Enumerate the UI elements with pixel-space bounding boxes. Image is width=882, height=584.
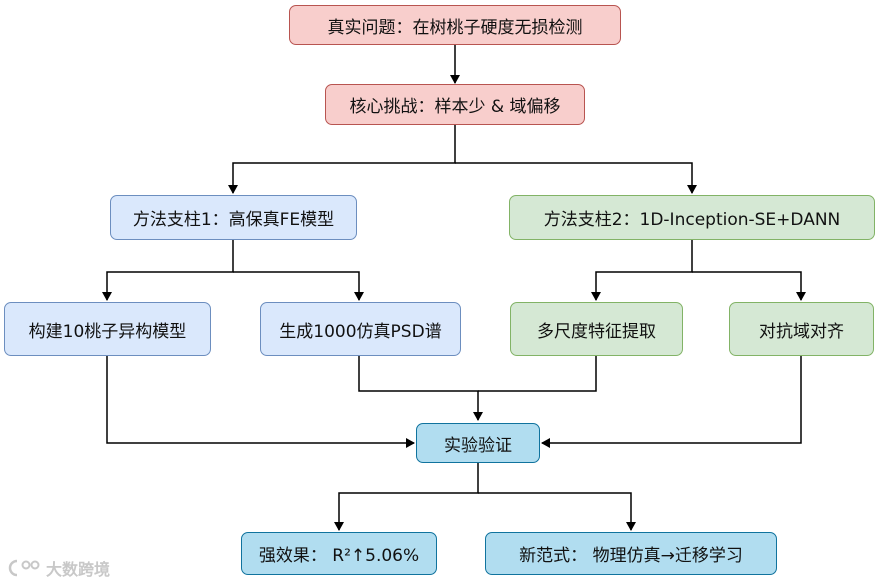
node-adversarial-alignment: 对抗域对齐 [729, 302, 874, 356]
edge-validation-paradigm [478, 492, 636, 531]
edge-validation-result [334, 463, 479, 531]
watermark: 大数跨境 [8, 556, 110, 580]
node-generate-psd: 生成1000仿真PSD谱 [260, 302, 461, 356]
edge-challenge-pillar2 [455, 162, 697, 194]
watermark-text: 大数跨境 [46, 560, 111, 579]
node-real-problem: 真实问题：在树桃子硬度无损检测 [289, 5, 621, 45]
edge-multiscale-validation [478, 356, 597, 392]
edge-pillar1-gen [233, 271, 364, 301]
node-method-pillar-1: 方法支柱1：高保真FE模型 [110, 195, 357, 240]
node-validation: 实验验证 [416, 423, 540, 463]
node-build-models: 构建10桃子异构模型 [4, 302, 211, 356]
node-new-paradigm: 新范式： 物理仿真→迁移学习 [485, 532, 777, 575]
edge-pillar2-adversarial [692, 271, 806, 301]
edge-build-validation [106, 356, 415, 448]
node-core-challenge: 核心挑战：样本少 & 域偏移 [325, 84, 585, 125]
node-multiscale-features: 多尺度特征提取 [510, 302, 683, 356]
watermark-logo-icon [8, 559, 40, 577]
node-method-pillar-2: 方法支柱2：1D-Inception-SE+DANN [509, 195, 875, 240]
edge-pillar2-multiscale [591, 240, 693, 301]
edge-adversarial-validation [541, 356, 802, 448]
edge-pillar1-build [102, 240, 234, 301]
edge-gen-validation [358, 356, 483, 421]
node-strong-result: 强效果： R²↑5.06% [241, 532, 437, 575]
edge-challenge-pillar1 [228, 125, 456, 194]
